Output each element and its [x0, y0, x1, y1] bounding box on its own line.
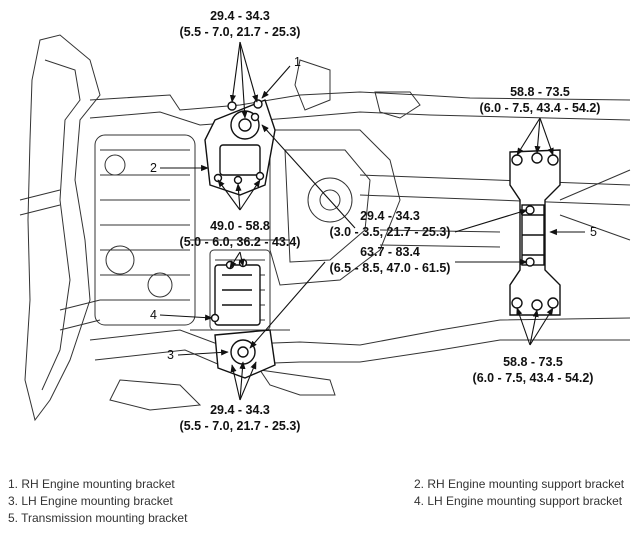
torque-bottom-right: 58.8 - 73.5 (6.0 - 7.5, 43.4 - 54.2) — [473, 355, 594, 385]
torque-top-right-detail: (6.0 - 7.5, 43.4 - 54.2) — [480, 101, 601, 115]
callout-4: 4 — [150, 308, 157, 322]
torque-middle-right-b-detail: (6.5 - 8.5, 47.0 - 61.5) — [330, 261, 451, 275]
callout-1: 1 — [294, 55, 301, 69]
torque-middle-right-b-value: 63.7 - 83.4 — [360, 245, 420, 259]
legend-item-4: 4. LH Engine mounting support bracket — [414, 494, 623, 508]
lh-engine-mount — [210, 258, 276, 379]
torque-top-left-detail: (5.5 - 7.0, 21.7 - 25.3) — [180, 25, 301, 39]
torque-middle-right-a: 29.4 - 34.3 (3.0 - 3.5, 21.7 - 25.3) — [330, 209, 451, 239]
torque-top-right-value: 58.8 - 73.5 — [510, 85, 570, 99]
torque-middle-left-value: 49.0 - 58.8 — [210, 219, 270, 233]
engine-mount-diagram: 29.4 - 34.3 (5.5 - 7.0, 21.7 - 25.3) 58.… — [19, 9, 631, 433]
torque-middle-right-a-value: 29.4 - 34.3 — [360, 209, 420, 223]
torque-middle-right-b: 63.7 - 83.4 (6.5 - 8.5, 47.0 - 61.5) — [330, 245, 451, 275]
torque-bottom-left-detail: (5.5 - 7.0, 21.7 - 25.3) — [180, 419, 301, 433]
torque-middle-right-a-detail: (3.0 - 3.5, 21.7 - 25.3) — [330, 225, 451, 239]
torque-top-right: 58.8 - 73.5 (6.0 - 7.5, 43.4 - 54.2) — [480, 85, 601, 115]
torque-bottom-right-detail: (6.0 - 7.5, 43.4 - 54.2) — [473, 371, 594, 385]
torque-middle-left: 49.0 - 58.8 (5.0 - 6.0, 36.2 - 43.4) — [180, 219, 301, 249]
torque-top-left: 29.4 - 34.3 (5.5 - 7.0, 21.7 - 25.3) — [180, 9, 301, 39]
callout-3: 3 — [167, 348, 174, 362]
legend-item-2: 2. RH Engine mounting support bracket — [414, 477, 625, 491]
callout-2: 2 — [150, 161, 157, 175]
torque-top-left-value: 29.4 - 34.3 — [210, 9, 270, 23]
torque-bottom-left-value: 29.4 - 34.3 — [210, 403, 270, 417]
legend-item-1: 1. RH Engine mounting bracket — [8, 477, 175, 491]
rh-engine-mount — [204, 99, 276, 196]
callout-5: 5 — [590, 225, 597, 239]
legend-item-3: 3. LH Engine mounting bracket — [8, 494, 173, 508]
torque-bottom-right-value: 58.8 - 73.5 — [503, 355, 563, 369]
torque-middle-left-detail: (5.0 - 6.0, 36.2 - 43.4) — [180, 235, 301, 249]
torque-bottom-left: 29.4 - 34.3 (5.5 - 7.0, 21.7 - 25.3) — [180, 403, 301, 433]
leader-lines — [159, 41, 585, 401]
chassis-subframe-drawing — [19, 34, 631, 422]
transmission-mount — [509, 149, 561, 316]
legend-item-5: 5. Transmission mounting bracket — [8, 511, 188, 525]
